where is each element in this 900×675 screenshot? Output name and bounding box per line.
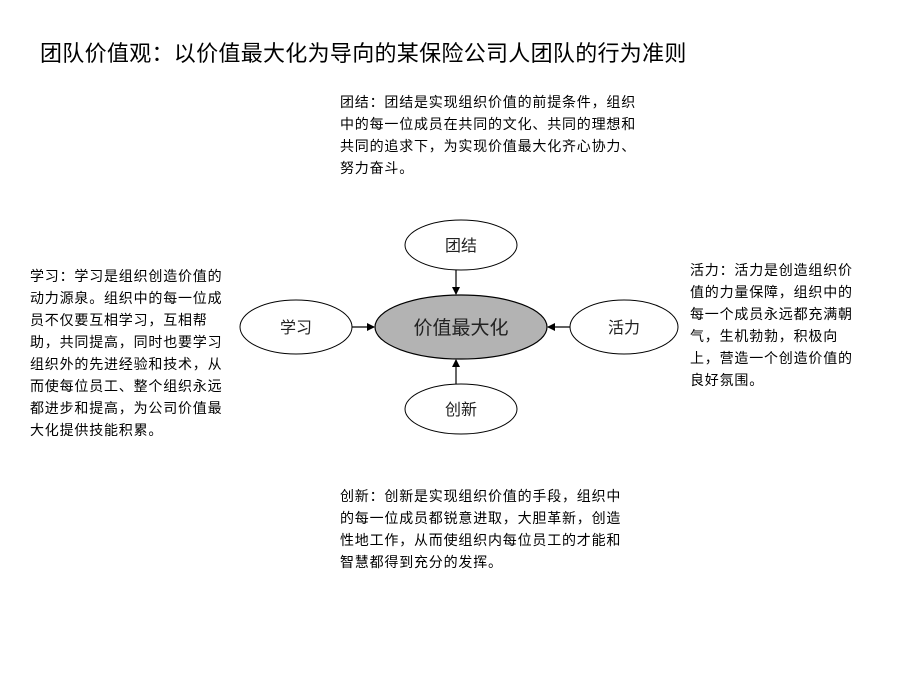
node-unity: 团结: [404, 219, 518, 271]
node-center: 价值最大化: [374, 294, 548, 360]
node-vitality: 活力: [569, 299, 679, 355]
node-vitality-label: 活力: [608, 318, 640, 337]
description-innovation: 创新：创新是实现组织价值的手段，组织中的每一位成员都锐意进取，大胆革新，创造性地…: [340, 489, 622, 571]
node-vitality-shape: [569, 299, 679, 355]
node-learning: 学习: [239, 299, 353, 355]
node-center-label: 价值最大化: [413, 317, 508, 339]
description-unity: 团结：团结是实现组织价值的前提条件，组织中的每一位成员在共同的文化、共同的理想和…: [340, 95, 636, 177]
node-innovation-label: 创新: [445, 400, 477, 419]
node-unity-label: 团结: [445, 236, 477, 255]
node-innovation-shape: [404, 383, 518, 435]
description-vitality: 活力：活力是创造组织价值的力量保障，组织中的每一个成员永远都充满朝气，生机勃勃，…: [690, 263, 853, 389]
page-title: 团队价值观：以价值最大化为导向的某保险公司人团队的行为准则: [40, 42, 687, 67]
node-learning-shape: [239, 299, 353, 355]
description-learning: 学习：学习是组织创造价值的动力源泉。组织中的每一位成员不仅要互相学习，互相帮助，…: [30, 269, 223, 439]
node-center-shape: [374, 294, 548, 360]
node-unity-shape: [404, 219, 518, 271]
node-learning-label: 学习: [280, 318, 312, 337]
node-innovation: 创新: [404, 383, 518, 435]
